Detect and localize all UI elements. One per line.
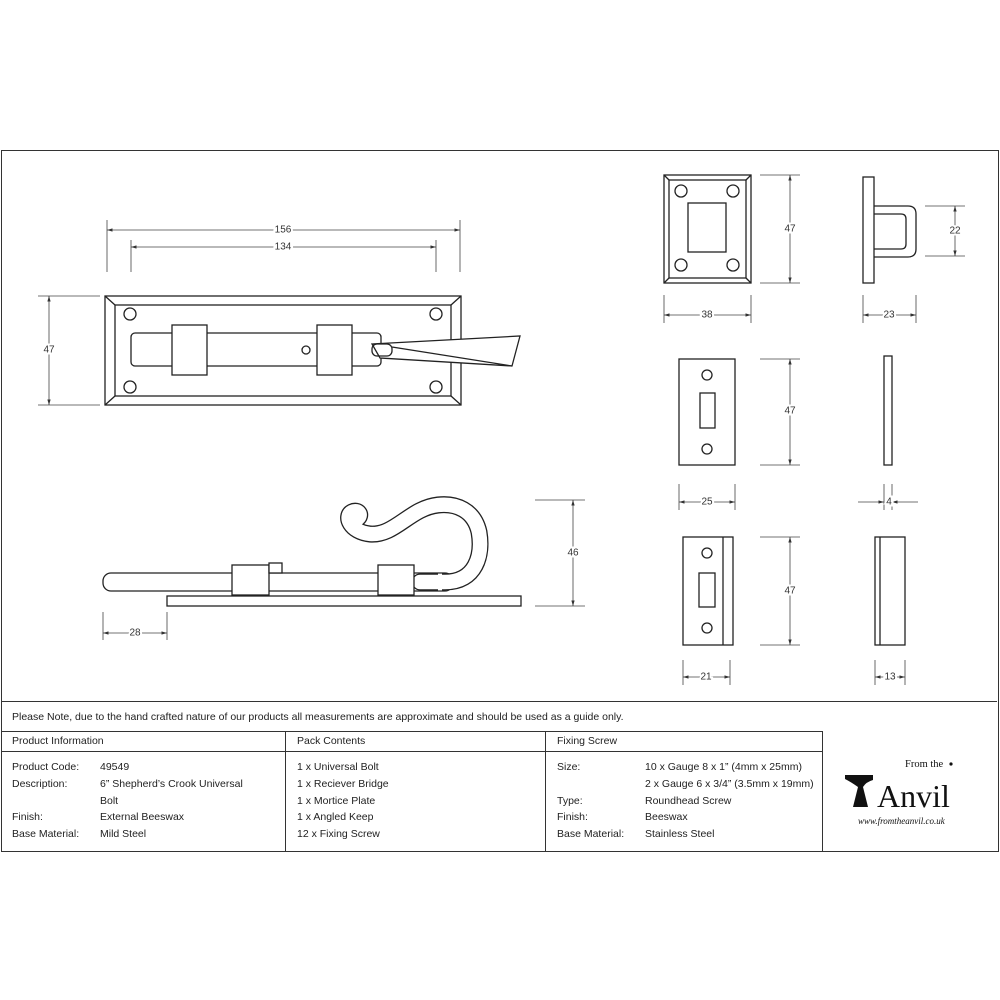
pack-item: 12 x Fixing Screw	[297, 828, 380, 841]
section-heading: Product Information	[1, 732, 285, 752]
divider	[545, 731, 546, 851]
dim-label: 47	[784, 224, 796, 235]
fixing-screw-section: Fixing Screw Size: 10 x Gauge 8 x 1” (4mm…	[546, 731, 822, 851]
dim-label: 23	[883, 310, 895, 321]
dim-label: 156	[275, 225, 292, 236]
product-information-section: Product Information Product Code: 49549 D…	[1, 731, 285, 851]
dim-label: 4	[886, 497, 892, 508]
info-value: Roundhead Screw	[645, 794, 732, 807]
section-heading: Fixing Screw	[546, 732, 822, 752]
dim-label: 25	[701, 497, 713, 508]
pack-item: 1 x Universal Bolt	[297, 761, 379, 773]
info-key	[12, 793, 100, 810]
info-value: External Beeswax	[100, 811, 185, 824]
logo-url-text: www.fromtheanvil.co.uk	[858, 816, 946, 826]
dim-label: 46	[567, 548, 579, 559]
bolt-top-view	[104, 295, 521, 406]
angled-keep-front-view	[678, 358, 736, 466]
info-key: Product Code:	[12, 761, 80, 773]
info-key: Description:	[12, 777, 68, 790]
pack-item: 1 x Reciever Bridge	[297, 777, 389, 790]
receiver-bridge-side-view	[862, 176, 917, 284]
info-key: Base Material:	[12, 828, 80, 841]
angled-keep-side-view	[883, 355, 893, 466]
info-value: Bolt	[100, 794, 119, 807]
dim-label: 134	[275, 242, 292, 253]
divider	[822, 731, 823, 851]
pack-item: 1 x Mortice Plate	[297, 794, 376, 807]
receiver-bridge-front-view	[663, 174, 752, 284]
dim-label: 22	[949, 226, 961, 237]
dim-label: 38	[701, 310, 713, 321]
mortice-plate-front-view	[682, 536, 734, 646]
info-key: Base Material:	[557, 828, 625, 841]
section-heading: Pack Contents	[286, 732, 545, 752]
info-value: 49549	[100, 761, 130, 773]
info-value: Beeswax	[645, 811, 688, 824]
from-the-anvil-logo: From the Anvil www.fromtheanvil.co.uk	[823, 731, 997, 851]
info-value: 2 x Gauge 6 x 3/4” (3.5mm x 19mm)	[645, 777, 814, 790]
info-key: Size:	[557, 761, 581, 773]
dim-label: 21	[700, 672, 712, 683]
dim-label: 13	[884, 672, 896, 683]
dim-label: 47	[784, 406, 796, 417]
info-value: 10 x Gauge 8 x 1” (4mm x 25mm)	[645, 761, 802, 773]
measurement-note: Please Note, due to the hand crafted nat…	[1, 701, 997, 731]
bolt-side-view	[102, 496, 522, 607]
logo-brand-text: Anvil	[877, 778, 950, 814]
dim-label: 47	[43, 345, 55, 356]
info-value: 6” Shepherd’s Crook Universal	[100, 777, 243, 790]
pack-contents-section: Pack Contents 1 x Universal Bolt 1 x Rec…	[286, 731, 545, 851]
anvil-logo-icon: From the Anvil www.fromtheanvil.co.uk	[845, 759, 953, 826]
dim-label: 28	[129, 628, 141, 639]
info-key: Finish:	[12, 811, 43, 824]
info-key	[557, 776, 645, 793]
logo-top-text: From the	[905, 759, 944, 770]
info-key: Type:	[557, 794, 583, 807]
mortice-plate-side-view	[874, 536, 906, 646]
dim-label: 47	[784, 586, 796, 597]
info-key: Finish:	[557, 811, 588, 824]
divider	[285, 731, 286, 851]
info-value: Stainless Steel	[645, 828, 715, 841]
pack-item: 1 x Angled Keep	[297, 811, 374, 824]
drawing-sheet	[1, 150, 999, 852]
info-value: Mild Steel	[100, 828, 147, 841]
